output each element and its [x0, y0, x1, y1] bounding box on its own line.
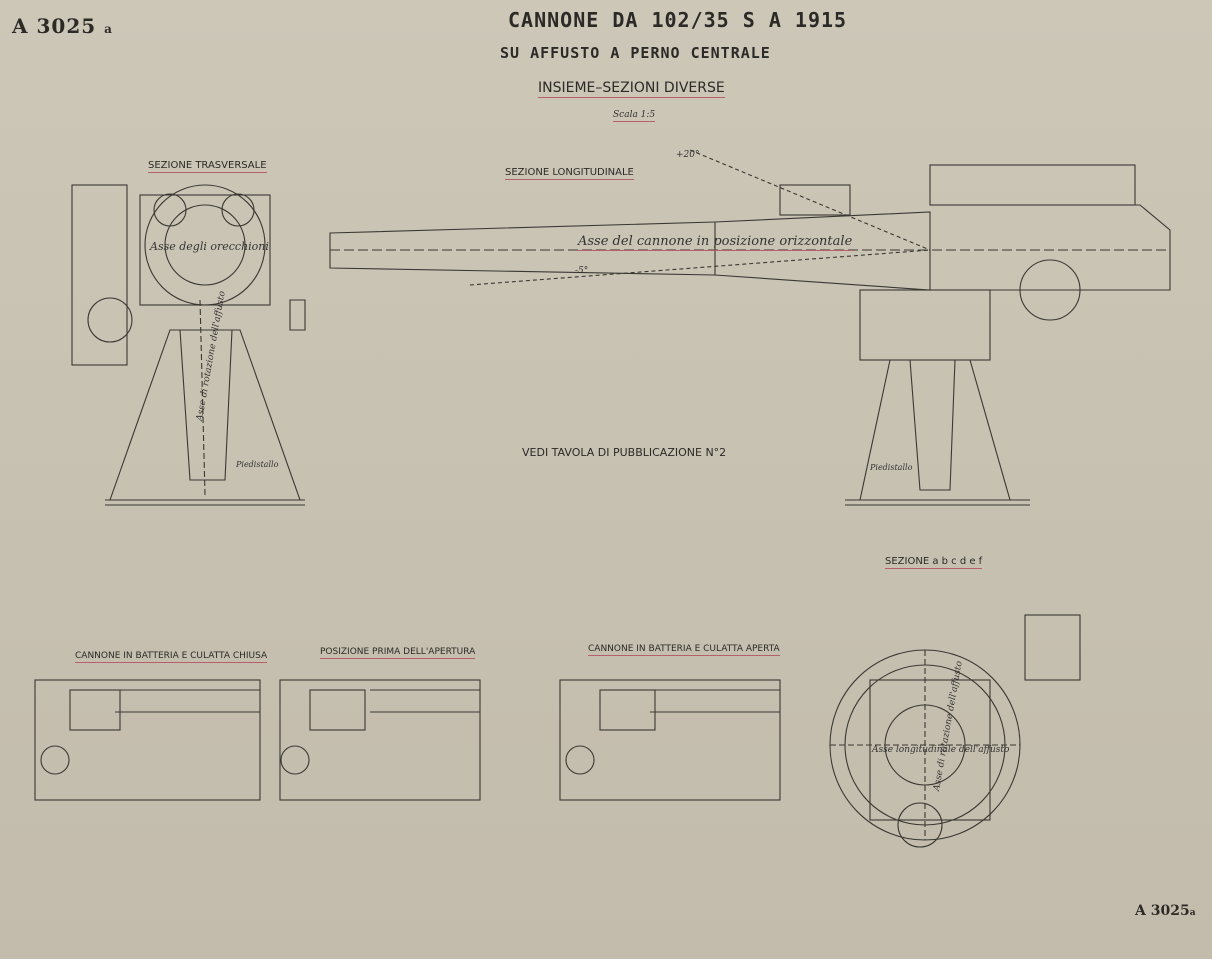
label-section-abcdef: SEZIONE a b c d e f — [885, 556, 983, 569]
section-abcdef-drawing — [829, 614, 1081, 848]
label-barrel-axis: Asse del cannone in posizione orizzontal… — [578, 234, 853, 251]
sheet-id-bottom: A 3025a — [1135, 903, 1196, 919]
drawing-heading: INSIEME–SEZIONI DIVERSE — [538, 80, 725, 98]
transverse-section-drawing — [71, 184, 306, 506]
scale-label: Scala 1:5 — [613, 110, 656, 122]
label-breech-open: CANNONE IN BATTERIA E CULATTA APERTA — [588, 644, 780, 656]
drawing-subtitle: SU AFFUSTO A PERNO CENTRALE — [500, 44, 771, 62]
label-longitudinal-section: SEZIONE LONGITUDINALE — [505, 167, 634, 180]
label-angle-up: +20° — [676, 150, 700, 160]
label-before-opening: POSIZIONE PRIMA DELL'APERTURA — [320, 647, 476, 659]
sheet-id-top: A 3025 a — [12, 14, 113, 38]
breech-views-drawing — [34, 679, 781, 801]
label-pedestal-left: Piedistallo — [236, 460, 279, 469]
label-pedestal-right: Piedistallo — [870, 463, 913, 472]
reference-note: VEDI TAVOLA DI PUBBLICAZIONE N°2 — [522, 446, 727, 459]
label-angle-down: -5° — [575, 266, 589, 276]
label-section-axis-long: Asse longitudinale dell'affusto — [872, 745, 1010, 755]
label-correction-axis: Asse degli orecchioni — [150, 240, 269, 253]
drawing-title: CANNONE DA 102/35 S A 1915 — [508, 8, 848, 32]
longitudinal-section-drawing — [329, 149, 1171, 506]
label-transverse-section: SEZIONE TRASVERSALE — [148, 160, 267, 173]
label-breech-closed: CANNONE IN BATTERIA E CULATTA CHIUSA — [75, 651, 268, 663]
